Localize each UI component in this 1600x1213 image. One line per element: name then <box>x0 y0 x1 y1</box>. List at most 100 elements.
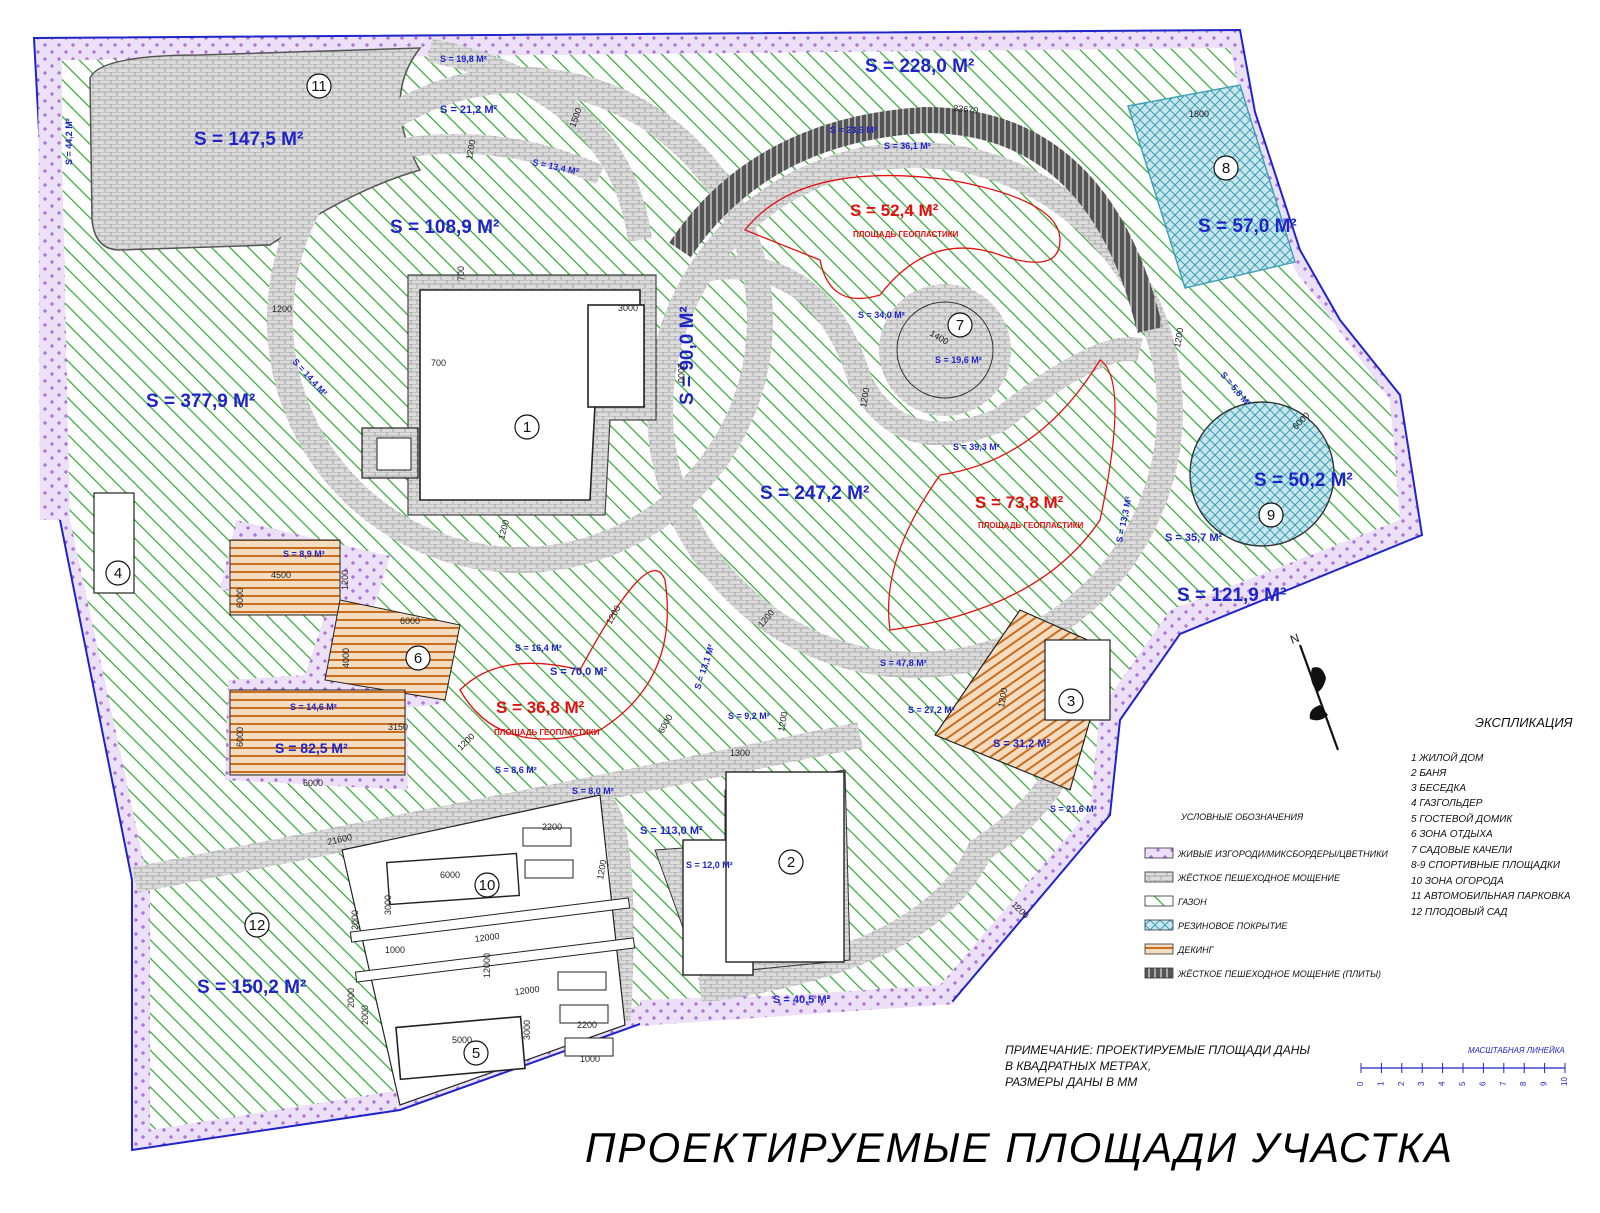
dimension: 4000 <box>341 648 351 668</box>
dimension: 2000 <box>360 1005 370 1025</box>
small-area-label: S = 36,1 M² <box>884 141 931 151</box>
geoplastic-outlines <box>459 174 1116 740</box>
dimension: 2000 <box>676 363 686 383</box>
explication-item: 3 БЕСЕДКА <box>1411 783 1466 794</box>
explication: ЭКСПЛИКАЦИЯ 1 ЖИЛОЙ ДОМ 2 БАНЯ 3 БЕСЕДКА… <box>1410 715 1573 918</box>
dimension: 5000 <box>452 1035 472 1045</box>
scale-tick-label: 10 <box>1560 1077 1569 1086</box>
explication-item: 11 АВТОМОБИЛЬНАЯ ПАРКОВКА <box>1411 891 1571 902</box>
geo-area-value: S = 73,8 M² <box>975 493 1064 512</box>
object-number: 7 <box>956 317 964 334</box>
explication-item: 6 ЗОНА ОТДЫХА <box>1411 829 1493 840</box>
swing-7 <box>896 301 994 399</box>
legend: УСЛОВНЫЕ ОБОЗНАЧЕНИЯ ЖИВЫЕ ИЗГОРОДИ/МИКС… <box>1144 812 1388 979</box>
parking-area-11 <box>89 47 422 251</box>
scale-tick-label: 2 <box>1397 1081 1406 1086</box>
area-label: S = 50,2 M² <box>1254 470 1353 491</box>
dimension: 4500 <box>271 570 291 580</box>
object-number: 10 <box>479 877 496 894</box>
scale-tick-label: 8 <box>1519 1081 1528 1086</box>
legend-swatch-lawn <box>1144 895 1174 907</box>
explication-item: 2 БАНЯ <box>1410 768 1446 779</box>
dimension: 1200 <box>595 859 608 880</box>
rest-zone-6 <box>220 520 461 790</box>
slab-ring <box>669 106 1163 334</box>
object-number: 5 <box>472 1045 480 1062</box>
small-area-label: S = 47,8 M² <box>880 658 927 668</box>
house-1 <box>361 274 657 516</box>
geoplastic-labels: S = 52,4 M² ПЛОЩАДЬ ГЕОПЛАСТИКИ S = 73,8… <box>494 201 1084 737</box>
dimension: 700 <box>456 266 466 281</box>
dimension: 12000 <box>474 931 500 944</box>
note: ПРИМЕЧАНИЕ: ПРОЕКТИРУЕМЫЕ ПЛОЩАДИ ДАНЫ В… <box>1005 1043 1310 1089</box>
dimension: 33670 <box>953 103 979 116</box>
object-number: 11 <box>311 78 327 95</box>
dimension: 2200 <box>577 1020 597 1030</box>
object-number: 6 <box>414 650 422 667</box>
legend-label: РЕЗИНОВОЕ ПОКРЫТИЕ <box>1178 921 1288 931</box>
dimension: 12000 <box>482 953 492 978</box>
dimension: 6000 <box>400 616 420 626</box>
explication-title: ЭКСПЛИКАЦИЯ <box>1475 715 1573 730</box>
dimension: 3000 <box>618 303 638 313</box>
note-line: В КВАДРАТНЫХ МЕТРАХ, <box>1005 1059 1151 1073</box>
dimension: 1200 <box>996 687 1009 708</box>
page-title: ПРОЕКТИРУЕМЫЕ ПЛОЩАДИ УЧАСТКА <box>585 1124 1454 1171</box>
area-label: S = 228,0 M² <box>865 56 974 77</box>
scale-tick-label: 0 <box>1356 1081 1365 1086</box>
area-label: S = 108,9 M² <box>390 217 499 238</box>
dimension: 3150 <box>388 722 408 732</box>
object-number: 1 <box>523 419 531 436</box>
dimension: 3000 <box>522 1020 532 1040</box>
legend-swatch-rubber <box>1144 919 1174 931</box>
sport-ground-8 <box>1127 84 1296 289</box>
explication-item: 1 ЖИЛОЙ ДОМ <box>1411 751 1484 764</box>
small-area-label: S = 70,0 M² <box>550 666 608 678</box>
sport-ground-9 <box>1189 401 1335 547</box>
dimension: 1200 <box>272 304 292 314</box>
dimension: 1800 <box>1189 109 1209 119</box>
small-area-label: S = 40,5 M² <box>773 994 831 1006</box>
small-area-label: S = 12,0 M² <box>686 860 733 870</box>
small-area-label: S = 35,7 M² <box>1165 532 1223 544</box>
dimension: 1200 <box>464 139 477 160</box>
note-line: ПРИМЕЧАНИЕ: ПРОЕКТИРУЕМЫЕ ПЛОЩАДИ ДАНЫ <box>1005 1043 1310 1057</box>
object-number-labels: 1 2 3 4 5 6 7 8 9 10 11 12 <box>114 78 1275 1062</box>
legend-label: ЖЁСТКОЕ ПЕШЕХОДНОЕ МОЩЕНИЕ <box>1177 873 1341 883</box>
geo-area-label: ПЛОЩАДЬ ГЕОПЛАСТИКИ <box>494 728 600 737</box>
explication-item: 5 ГОСТЕВОЙ ДОМИК <box>1411 812 1513 825</box>
dimension: 2000 <box>350 910 360 930</box>
north-arrow-icon: N <box>1288 631 1340 751</box>
scale-tick-label: 4 <box>1438 1081 1447 1086</box>
object-number: 4 <box>114 565 122 582</box>
geo-area-value: S = 36,8 M² <box>496 698 585 717</box>
small-area-label: S = 8,0 M² <box>572 786 614 796</box>
small-area-label: S = 44,2 M² <box>64 118 74 165</box>
area-label: S = 150,2 M² <box>197 977 306 998</box>
area-label: S = 121,9 M² <box>1177 585 1286 606</box>
dimension: 6000 <box>235 727 245 747</box>
north-label: N <box>1288 631 1301 647</box>
dimension: 1200 <box>776 711 789 732</box>
object-number: 12 <box>249 917 266 934</box>
geo-area-label: ПЛОЩАДЬ ГЕОПЛАСТИКИ <box>853 230 959 239</box>
geo-area-label: ПЛОЩАДЬ ГЕОПЛАСТИКИ <box>978 521 1084 530</box>
area-label: S = 90,0 M² <box>677 306 698 405</box>
small-area-label: S = 19,6 M² <box>935 355 982 365</box>
explication-item: 8-9 СПОРТИВНЫЕ ПЛОЩАДКИ <box>1411 860 1561 871</box>
object-number-markers <box>105 73 1284 1066</box>
dimension: 2000 <box>346 988 356 1008</box>
dimension: 1200 <box>858 387 871 408</box>
legend-title: УСЛОВНЫЕ ОБОЗНАЧЕНИЯ <box>1180 812 1304 822</box>
scale-tick-label: 1 <box>1376 1081 1385 1086</box>
small-area-label: S = 8,9 M² <box>283 549 325 559</box>
guest-house-5 <box>395 1015 526 1081</box>
legend-label: ГАЗОН <box>1178 897 1207 907</box>
legend-swatch-paving <box>1144 871 1174 883</box>
legend-label: ЖЁСТКОЕ ПЕШЕХОДНОЕ МОЩЕНИЕ (ПЛИТЫ) <box>1177 969 1381 979</box>
area-label: S = 147,5 M² <box>194 129 303 150</box>
object-number: 3 <box>1067 693 1075 710</box>
explication-item: 10 ЗОНА ОГОРОДА <box>1411 876 1504 887</box>
